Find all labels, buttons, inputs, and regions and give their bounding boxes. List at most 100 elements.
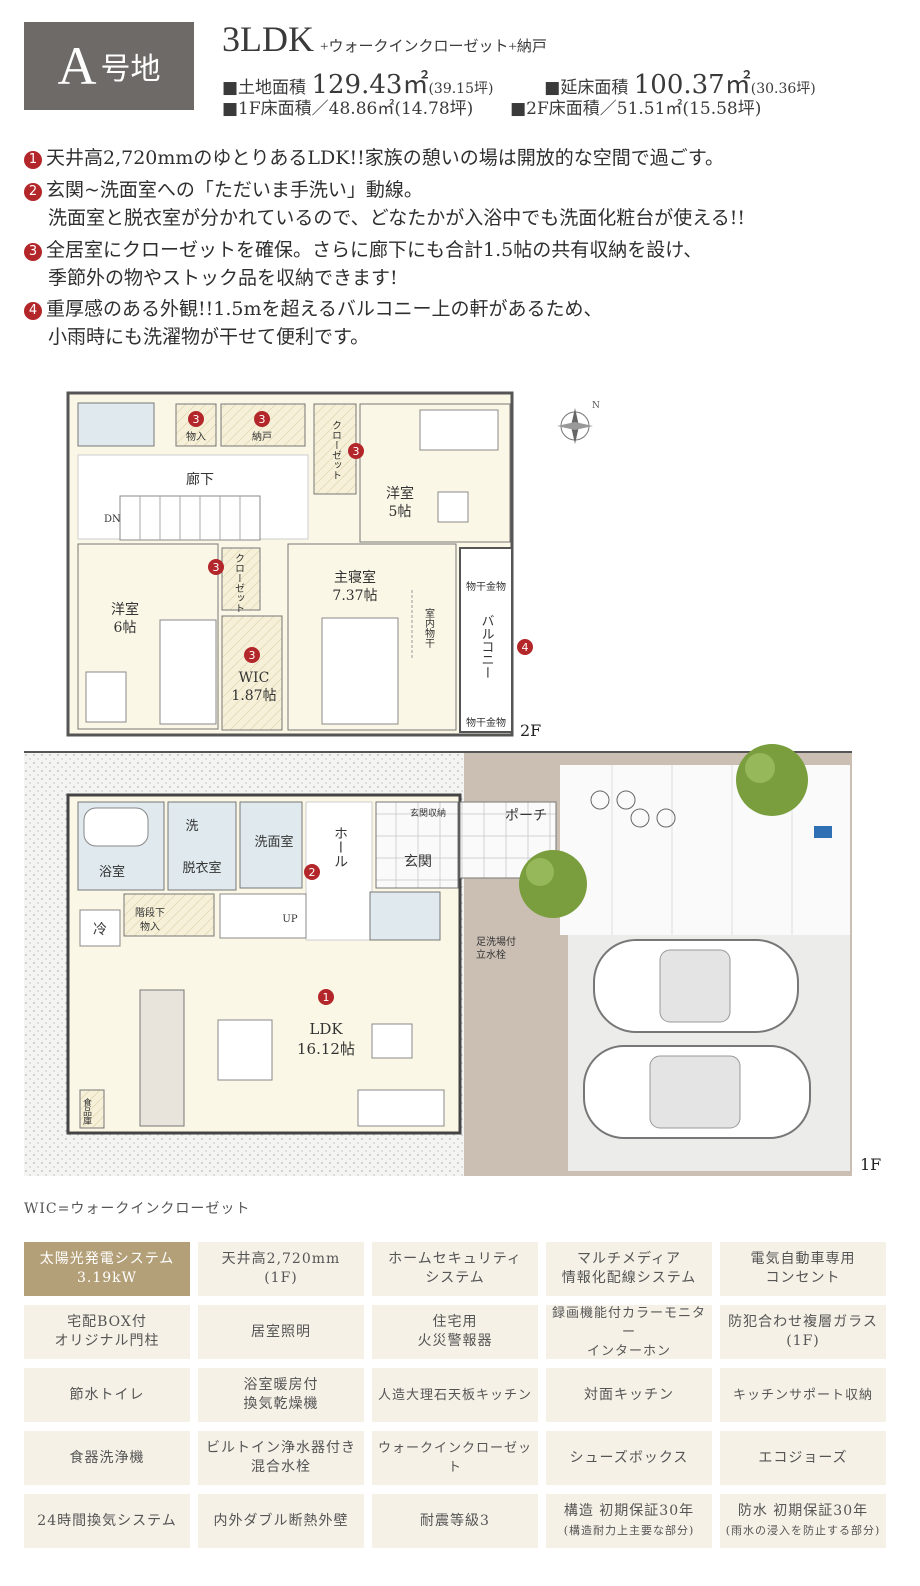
master-name: 主寝室 bbox=[334, 569, 376, 586]
equipment-item: 防水 初期保証30年(雨水の浸入を防止する部分) bbox=[720, 1494, 886, 1548]
equipment-item: 住宅用火災警報器 bbox=[372, 1305, 538, 1359]
balcony-label: バルコニー bbox=[479, 614, 495, 679]
under-stairs-2: 物入 bbox=[140, 920, 160, 933]
hanger-bottom-label: 物干金物 bbox=[466, 716, 506, 729]
floor-area-value: 100.37㎡ bbox=[633, 70, 751, 100]
layout-title: 3LDK+ウォークインクローゼット+納戸 bbox=[222, 18, 547, 60]
equipment-item: ホームセキュリティシステム bbox=[372, 1242, 538, 1296]
feature-number: 1 bbox=[24, 151, 42, 169]
equipment-item: 天井高2,720mm(1F) bbox=[198, 1242, 364, 1296]
equipment-item: 浴室暖房付換気乾燥機 bbox=[198, 1368, 364, 1422]
tree-icon bbox=[736, 744, 808, 816]
lot-suffix: 号地 bbox=[100, 52, 161, 87]
shoebox-label: 玄関収納 bbox=[410, 807, 446, 819]
footwash-1: 足洗場付 bbox=[476, 935, 516, 948]
room2-size: 6帖 bbox=[114, 620, 137, 636]
svg-text:3: 3 bbox=[193, 413, 200, 426]
svg-text:3: 3 bbox=[213, 561, 220, 574]
equipment-item: マルチメディア情報化配線システム bbox=[546, 1242, 712, 1296]
equipment-item: 居室照明 bbox=[198, 1305, 364, 1359]
equipment-item: 宅配BOX付オリジナル門柱 bbox=[24, 1305, 190, 1359]
compass-icon bbox=[557, 408, 593, 444]
car-icon bbox=[593, 939, 799, 1033]
master-size: 7.37帖 bbox=[332, 588, 377, 604]
equipment-item: 防犯合わせ複層ガラス(1F) bbox=[720, 1305, 886, 1359]
svg-text:4: 4 bbox=[522, 641, 529, 654]
floor-area-label: ■延床面積 bbox=[544, 78, 629, 98]
floor-1-plan: 21 浴室 洗 脱衣室 洗面室 ホール 玄関 玄関収納 ポーチ 冷 階段下 物入… bbox=[24, 744, 881, 1176]
wic-note: WIC=ウォークインクローゼット bbox=[24, 1201, 251, 1217]
wic-size: 1.87帖 bbox=[231, 688, 276, 704]
footwash-2: 立水栓 bbox=[476, 948, 506, 961]
bicycle-icon bbox=[590, 790, 676, 828]
feature-text: 重厚感のある外観!!1.5mを超えるバルコニー上の軒があるため、 bbox=[46, 298, 603, 320]
equipment-item: 対面キッチン bbox=[546, 1368, 712, 1422]
feature-text: 全居室にクローゼットを確保。さらに廊下にも合計1.5帖の共有収納を設け、 bbox=[46, 239, 703, 261]
feature-text: 玄関~洗面室への「ただいま手洗い」動線。 bbox=[46, 179, 423, 201]
feature-text: 小雨時にも洗濯物が干せて便利です。 bbox=[48, 326, 370, 348]
equipment-item: キッチンサポート収納 bbox=[720, 1368, 886, 1422]
hall-label: ホール bbox=[332, 826, 348, 868]
lot-letter: A bbox=[57, 36, 97, 96]
car-icon bbox=[583, 1045, 811, 1139]
wash-label: 洗 bbox=[185, 819, 198, 834]
equipment-item: エコジョーズ bbox=[720, 1431, 886, 1485]
tree-icon bbox=[519, 850, 587, 918]
bath-label: 浴室 bbox=[99, 864, 125, 880]
porch-label: ポーチ bbox=[505, 808, 547, 824]
floor1-label: 1F bbox=[860, 1155, 881, 1174]
f2-area: ■2F床面積／51.51㎡(15.58坪) bbox=[510, 99, 762, 119]
equipment-item: 内外ダブル断熱外壁 bbox=[198, 1494, 364, 1548]
feature-text: 洗面室と脱衣室が分かれているので、どなたかが入浴中でも洗面化粧台が使える!! bbox=[48, 207, 745, 229]
equipment-item: 節水トイレ bbox=[24, 1368, 190, 1422]
floor-area-tsubo: (30.36坪) bbox=[750, 81, 816, 97]
pantry-label: 食品庫 bbox=[81, 1097, 92, 1126]
feature-number: 4 bbox=[24, 302, 42, 320]
entrance-label: 玄関 bbox=[404, 853, 432, 870]
room1-size: 5帖 bbox=[389, 504, 412, 520]
area-row-1: ■土地面積 129.43㎡(39.15坪) ■延床面積 100.37㎡(30.3… bbox=[222, 64, 816, 101]
under-stairs-1: 階段下 bbox=[135, 906, 165, 919]
feature-text: 天井高2,720mmのゆとりあるLDK!!家族の憩いの場は開放的な空間で過ごす。 bbox=[46, 147, 725, 169]
ldk-name: LDK bbox=[309, 1020, 343, 1038]
feature-number: 2 bbox=[24, 183, 42, 201]
land-area-value: 129.43㎡ bbox=[311, 70, 429, 100]
hallway-label: 廊下 bbox=[186, 471, 214, 488]
closet-b-label: クローゼット bbox=[233, 553, 245, 613]
land-area-label: ■土地面積 bbox=[222, 78, 307, 98]
equipment-item: ビルトイン浄水器付き混合水栓 bbox=[198, 1431, 364, 1485]
svg-text:2: 2 bbox=[309, 866, 316, 879]
svg-text:3: 3 bbox=[353, 445, 360, 458]
equipment-item: 24時間換気システム bbox=[24, 1494, 190, 1548]
equipment-item: 耐震等級3 bbox=[372, 1494, 538, 1548]
wic-name: WIC bbox=[239, 670, 270, 686]
compass-n: N bbox=[592, 401, 600, 411]
area-row-2: ■1F床面積／48.86㎡(14.78坪) ■2F床面積／51.51㎡(15.5… bbox=[222, 94, 761, 119]
f1-area: ■1F床面積／48.86㎡(14.78坪) bbox=[222, 99, 474, 119]
room2-name: 洋室 bbox=[111, 601, 139, 618]
ldk-size: 16.12帖 bbox=[297, 1040, 355, 1058]
down-label: DN bbox=[104, 514, 121, 525]
equipment-item: 録画機能付カラーモニターインターホン bbox=[546, 1305, 712, 1359]
up-label: UP bbox=[282, 914, 297, 925]
hanger-top-label: 物干金物 bbox=[466, 580, 506, 593]
layout-suffix: +ウォークインクローゼット+納戸 bbox=[320, 39, 547, 55]
land-area-tsubo: (39.15坪) bbox=[428, 81, 494, 97]
equipment-item: 電気自動車専用コンセント bbox=[720, 1242, 886, 1296]
dressing-label: 脱衣室 bbox=[182, 860, 221, 876]
equipment-item: 構造 初期保証30年(構造耐力上主要な部分) bbox=[546, 1494, 712, 1548]
floor2-label: 2F bbox=[520, 721, 541, 740]
closet-a-label: クローゼット bbox=[330, 420, 342, 480]
equipment-item: 食器洗浄機 bbox=[24, 1431, 190, 1485]
fridge-label: 冷 bbox=[93, 922, 107, 938]
meter-icon bbox=[814, 826, 832, 838]
feature-text: 季節外の物やストック品を収納できます! bbox=[48, 267, 398, 289]
